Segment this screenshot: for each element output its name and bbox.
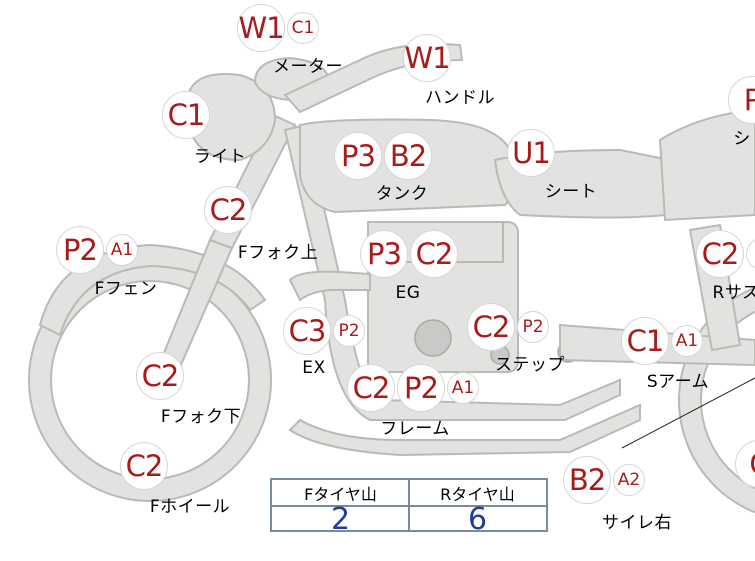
code-chip: C2: [347, 364, 395, 412]
code-chip: A2: [613, 464, 645, 496]
rear-cowl-shape: [658, 108, 755, 222]
code-chip: P2: [333, 315, 365, 347]
code-chip: P2: [56, 226, 104, 274]
code-chip: A1: [106, 234, 138, 266]
code-chip: C1: [287, 12, 319, 44]
light-codes: C1: [162, 91, 210, 139]
engine-label: EG: [395, 283, 421, 303]
exhaust-shape: [288, 270, 371, 302]
headlight-shape: [189, 73, 277, 162]
fork-lower-label: Fフォク下: [160, 407, 242, 427]
code-chip: P3: [334, 132, 382, 180]
meter-label: メーター: [273, 57, 343, 77]
rear-wheel-shape: [678, 286, 755, 514]
silencer-leader-line: [621, 377, 755, 449]
rear-suspension-label: Rサス: [712, 283, 755, 303]
code-chip: W1: [237, 4, 285, 52]
engine-codes: P3 C2: [360, 230, 458, 278]
code-chip: C3: [283, 307, 331, 355]
rear-tire-value: 6: [467, 501, 488, 537]
swing-arm-codes: C1 A1: [621, 317, 703, 365]
code-chip: P3: [360, 230, 408, 278]
meter-codes: W1 C1: [237, 4, 319, 52]
code-chip: B2: [563, 456, 611, 504]
seat-cowl-codes: P: [728, 76, 755, 124]
front-tire-header: Fタイヤ山: [304, 485, 377, 504]
code-chip: r: [746, 238, 755, 270]
light-label: ライト: [193, 147, 247, 167]
front-wheel-label: Fホイール: [149, 497, 231, 517]
front-wheel-codes: C2: [120, 442, 168, 490]
fork-upper-codes: C2: [204, 186, 252, 234]
handle-codes: W1: [403, 34, 451, 82]
code-chip: W1: [403, 34, 451, 82]
handle-label: ハンドル: [425, 88, 495, 108]
step-label: ステップ: [495, 355, 565, 375]
code-chip: C1: [621, 317, 669, 365]
code-chip: C2: [696, 230, 744, 278]
code-chip: B2: [384, 132, 432, 180]
code-chip: C: [735, 440, 755, 488]
frame-label: フレーム: [380, 419, 450, 439]
table-divider: [408, 480, 410, 530]
fork-upper-label: Fフォク上: [237, 243, 319, 263]
rear-wheel-codes: C: [735, 440, 755, 488]
rear-tire-header: Rタイヤ山: [440, 485, 515, 504]
code-chip: C1: [162, 91, 210, 139]
tank-label: タンク: [375, 184, 429, 204]
code-chip: A1: [447, 372, 479, 404]
seat-label: シート: [544, 182, 598, 202]
tire-tread-table: Fタイヤ山 Rタイヤ山 2 6: [270, 478, 548, 537]
exhaust-codes: C3 P2: [283, 307, 365, 355]
front-fender-codes: P2 A1: [56, 226, 138, 274]
fork-lower-codes: C2: [136, 352, 184, 400]
code-chip: U1: [507, 129, 555, 177]
front-tire-value: 2: [330, 501, 351, 537]
silencer-right-label: サイレ右: [602, 513, 672, 533]
code-chip: P2: [517, 311, 549, 343]
seat-cowl-label: シ: [733, 129, 751, 149]
silencer-right-codes: B2 A2: [563, 456, 645, 504]
frame-codes: C2 P2 A1: [347, 364, 479, 412]
step-codes: C2 P2: [467, 303, 549, 351]
code-chip: C2: [120, 442, 168, 490]
code-chip: C2: [204, 186, 252, 234]
seat-codes: U1: [507, 129, 555, 177]
tank-codes: P3 B2: [334, 132, 432, 180]
code-chip: P2: [397, 364, 445, 412]
rear-suspension-codes: C2 r: [696, 230, 755, 278]
code-chip: P: [728, 76, 755, 124]
code-chip: C2: [467, 303, 515, 351]
code-chip: C2: [410, 230, 458, 278]
exhaust-label: EX: [302, 358, 326, 378]
code-chip: A1: [671, 325, 703, 357]
swing-arm-label: Sアーム: [646, 372, 710, 392]
front-fender-label: Fフェン: [94, 279, 158, 299]
code-chip: C2: [136, 352, 184, 400]
